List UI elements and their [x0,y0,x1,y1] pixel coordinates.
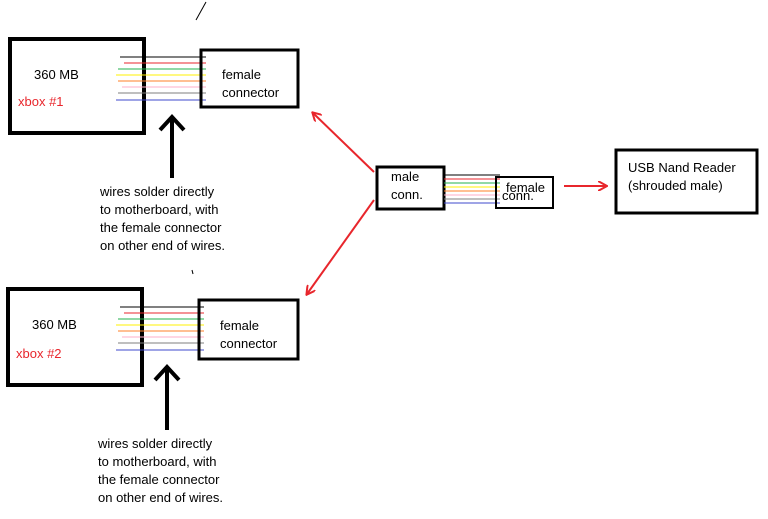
xbox2-female-connector-box [197,298,300,361]
red-arrow-to-xbox2-connector [307,199,375,294]
xbox2-caption-line3: the female connector [98,472,220,487]
xbox2-motherboard-box [6,287,144,387]
female-connector-label-line1: female [506,180,545,195]
xbox2-caption-line2: to motherboard, with [98,454,217,469]
xbox2-caption-line4: on other end of wires. [98,490,223,505]
xbox1-caption-line3: the female connector [100,220,222,235]
usb-reader-group: USB Nand Reader (shrouded male) [614,148,759,215]
female-connector-label-line2: conn. [502,188,534,203]
xbox2-connector-label-line1: female [220,318,259,333]
female-connector-box [495,176,554,209]
usb-reader-label-line2: (shrouded male) [628,178,723,193]
xbox1-group: 360 MB xbox #1 female connector wires so… [8,37,300,253]
xbox2-black-arrow-head [153,364,181,382]
xbox1-female-connector-box [199,48,300,109]
xbox2-connector-label-line2: connector [220,336,278,351]
connector-pair-group: male conn. female conn. [375,165,554,211]
xbox1-wire-bundle [116,56,206,101]
xbox1-caption-line1: wires solder directly [99,184,215,199]
xbox1-caption-line2: to motherboard, with [100,202,219,217]
connector-pair-wire-bundle [444,174,500,204]
male-connector-label-line2: conn. [391,187,423,202]
xbox1-caption-line4: on other end of wires. [100,238,225,253]
xbox1-connector-label-line1: female [222,67,261,82]
xbox1-connector-label-line2: connector [222,85,280,100]
xbox2-mb-label: 360 MB [32,317,77,332]
stray-mark-top [195,1,207,21]
xbox2-group: 360 MB xbox #2 female connector wires so… [6,287,300,505]
xbox1-name-label: xbox #1 [18,94,64,109]
xbox1-black-arrow-head [158,114,186,132]
usb-nand-reader-box [614,148,759,215]
male-connector-box [375,165,446,211]
usb-reader-label-line1: USB Nand Reader [628,160,736,175]
xbox2-caption-line1: wires solder directly [97,436,213,451]
xbox1-mb-label: 360 MB [34,67,79,82]
xbox2-wire-bundle [116,306,204,351]
male-connector-label-line1: male [391,169,419,184]
red-arrow-to-xbox1-connector [313,113,375,173]
stray-mark-middle [191,269,194,275]
xbox2-name-label: xbox #2 [16,346,62,361]
xbox1-motherboard-box [8,37,146,135]
